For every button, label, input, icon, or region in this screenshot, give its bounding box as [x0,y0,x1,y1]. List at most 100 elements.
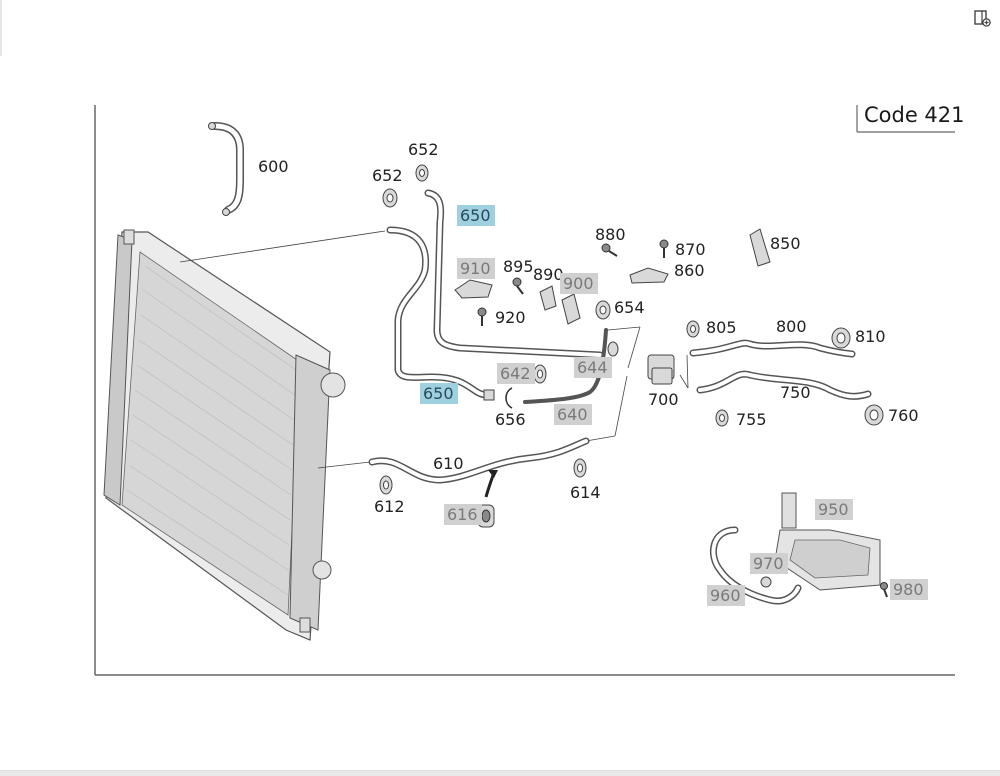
part-label-850[interactable]: 850 [770,234,801,253]
part-number: 654 [614,298,645,317]
part-label-890[interactable]: 890 [533,265,564,284]
seal-755[interactable] [715,409,729,427]
part-label-650[interactable]: 650 [457,205,495,226]
bottom-scroll-bar[interactable] [0,770,1000,776]
part-label-610[interactable]: 610 [433,454,464,473]
part-label-970[interactable]: 970 [750,553,788,574]
part-label-920[interactable]: 920 [495,308,526,327]
part-label-960[interactable]: 960 [707,585,745,606]
part-number: 650 [460,206,491,225]
part-label-860[interactable]: 860 [674,261,705,280]
arrow-616-head [488,470,498,478]
part-number: 850 [770,234,801,253]
part-number: 642 [500,364,531,383]
part-label-755[interactable]: 755 [736,410,767,429]
screw-895[interactable] [512,277,524,295]
part-label-910[interactable]: 910 [457,258,495,279]
part-label-760[interactable]: 760 [888,406,919,425]
part-label-980[interactable]: 980 [890,579,928,600]
part-label-616[interactable]: 616 [444,504,482,525]
part-label-656[interactable]: 656 [495,410,526,429]
part-number: 650 [423,384,454,403]
screw-920[interactable] [477,307,487,326]
screw-870[interactable] [659,239,669,258]
part-label-612[interactable]: 612 [374,497,405,516]
valve-700[interactable] [647,354,675,385]
seal-654[interactable] [595,300,611,320]
part-label-652[interactable]: 652 [408,140,439,159]
part-label-800[interactable]: 800 [776,317,807,336]
part-number: 612 [374,497,405,516]
hose-800[interactable] [689,339,856,358]
part-label-895[interactable]: 895 [503,257,534,276]
part-number: 980 [893,580,924,599]
part-number: 900 [563,274,594,293]
hose-650[interactable] [386,189,604,401]
seal-810[interactable] [831,327,851,349]
label-highlight [497,363,535,384]
bracket-910[interactable] [454,279,493,299]
label-highlight [815,499,853,520]
seal-612[interactable] [379,475,393,495]
view-menu-button[interactable] [970,6,994,30]
part-number: 700 [648,390,679,409]
hose-640[interactable] [523,328,608,404]
part-number: 610 [433,454,464,473]
part-number: 652 [372,166,403,185]
seal-644[interactable] [607,341,619,357]
code-box: Code 421 [856,103,965,133]
part-number: 810 [855,327,886,346]
part-label-805[interactable]: 805 [706,318,737,337]
label-highlight [444,504,482,525]
bracket-860[interactable] [629,267,669,284]
part-label-600[interactable]: 600 [258,157,289,176]
part-number: 755 [736,410,767,429]
hose-600[interactable] [208,122,244,216]
part-label-900[interactable]: 900 [560,273,598,294]
part-label-652[interactable]: 652 [372,166,403,185]
part-label-950[interactable]: 950 [815,499,853,520]
part-label-644[interactable]: 644 [574,357,612,378]
part-number: 750 [780,383,811,402]
part-label-640[interactable]: 640 [554,404,592,425]
part-number: 970 [753,554,784,573]
radiator[interactable] [103,229,346,641]
label-highlight [457,258,495,279]
screw-980[interactable] [880,582,888,598]
part-label-880[interactable]: 880 [595,225,626,244]
clip-970[interactable] [760,576,772,588]
leader-lines [179,230,689,469]
seal-652[interactable] [382,188,398,208]
bracket-850[interactable] [749,228,771,267]
page-left-edge [0,0,2,56]
hose-610[interactable] [368,437,590,484]
seal-760[interactable] [864,404,884,426]
part-label-650[interactable]: 650 [420,383,458,404]
label-highlight [890,579,928,600]
bracket-890[interactable] [539,285,557,311]
part-label-614[interactable]: 614 [570,483,601,502]
part-label-870[interactable]: 870 [675,240,706,259]
part-label-750[interactable]: 750 [780,383,811,402]
hose-750[interactable] [696,370,872,400]
seal-805[interactable] [686,320,700,338]
heater-module-950[interactable] [774,492,881,591]
part-label-642[interactable]: 642 [497,363,535,384]
part-number: 910 [460,259,491,278]
part-number: 656 [495,410,526,429]
part-label-654[interactable]: 654 [614,298,645,317]
label-highlight [457,205,495,226]
seal-652b[interactable] [415,164,429,182]
bracket-900[interactable] [561,293,581,325]
screw-880[interactable] [601,243,618,257]
clip-656[interactable] [505,387,513,409]
label-highlight [707,585,745,606]
seal-614[interactable] [573,458,587,478]
part-number: 652 [408,140,439,159]
label-highlight [554,404,592,425]
part-label-810[interactable]: 810 [855,327,886,346]
part-label-700[interactable]: 700 [648,390,679,409]
seal-642[interactable] [533,364,547,384]
